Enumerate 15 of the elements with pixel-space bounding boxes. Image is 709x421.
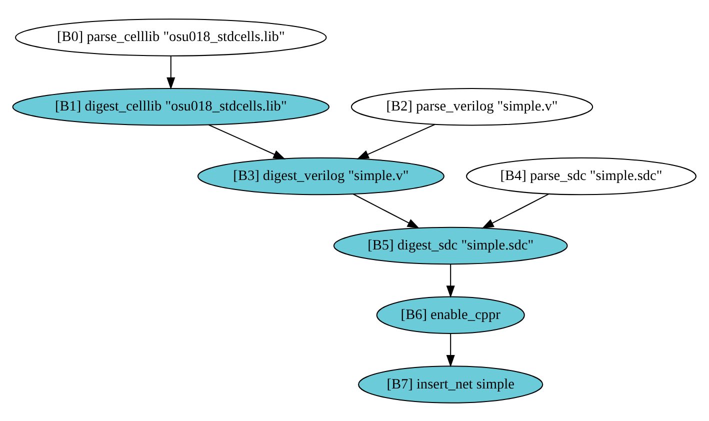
node-ellipse: [B2] parse_verilog "simple.v" [350, 88, 594, 126]
arrow [446, 264, 455, 298]
node-ellipse: [B4] parse_sdc "simple.sdc" [466, 156, 696, 195]
node-ellipse: [B0] parse_celllib "osu018_stdcells.lib" [15, 18, 327, 56]
arrow [356, 123, 436, 159]
node-ellipse: [B3] digest_verilog "simple.v" [197, 156, 444, 195]
node-ellipse: [B5] digest_sdc "simple.sdc" [333, 226, 568, 264]
arrow [208, 124, 286, 159]
arrow [446, 333, 455, 367]
node-ellipse: [B1] digest_celllib "osu018_stdcells.lib" [12, 88, 330, 126]
node-ellipse: [B7] insert_net simple [358, 365, 544, 403]
arrow [166, 56, 176, 90]
arrow [482, 193, 550, 228]
node-ellipse: [B6] enable_cppr [376, 296, 525, 334]
arrow [353, 193, 420, 228]
